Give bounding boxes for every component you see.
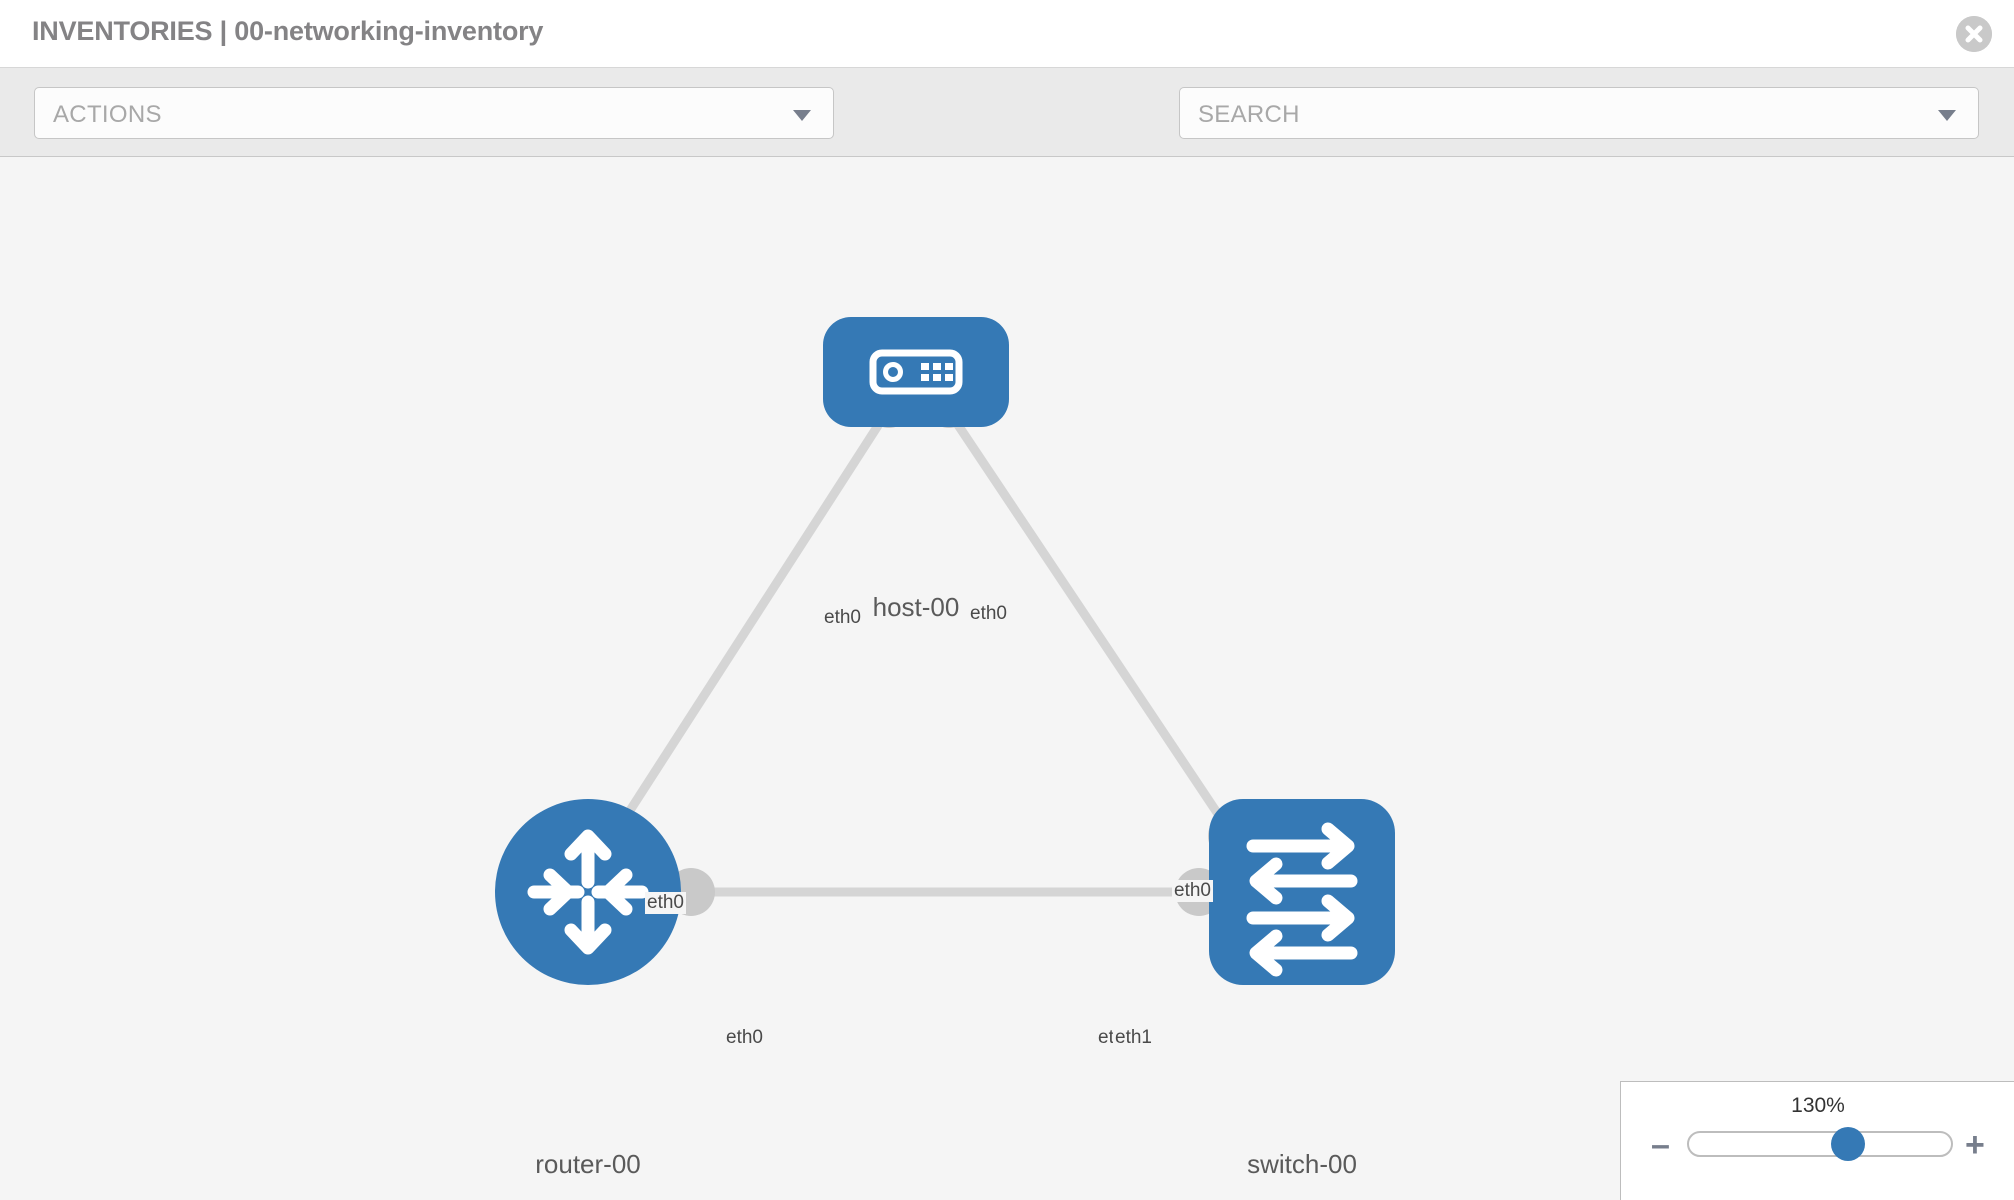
actions-dropdown[interactable]: ACTIONS (34, 87, 834, 139)
node-label-router-00: router-00 (533, 1149, 643, 1180)
zoom-out-button[interactable]: – (1651, 1126, 1670, 1164)
zoom-slider-thumb[interactable] (1830, 1127, 1865, 1161)
edge-label-switch-eth1: eth1 (1113, 1027, 1154, 1049)
edge-label-switch-eth0-uplink: eth0 (1172, 880, 1213, 902)
edge-label-router-eth0: eth0 (724, 1027, 765, 1049)
chevron-down-icon[interactable] (1938, 110, 1956, 121)
zoom-in-button[interactable]: + (1965, 1126, 1985, 1164)
zoom-control-panel: 130% – + (1620, 1081, 2014, 1200)
switch-icon (1246, 822, 1358, 977)
close-icon[interactable] (1956, 16, 1992, 52)
search-input[interactable]: SEARCH (1179, 87, 1979, 139)
node-router-00[interactable] (495, 799, 681, 985)
server-icon (869, 349, 963, 395)
node-host-00[interactable] (823, 317, 1009, 427)
page-title: INVENTORIES | 00-networking-inventory (32, 16, 544, 46)
toolbar: ACTIONS SEARCH (0, 68, 2014, 202)
edge-host-switch[interactable] (942, 404, 1244, 850)
topology-graph (495, 317, 1395, 985)
chevron-down-icon (793, 110, 811, 121)
router-icon (527, 829, 649, 955)
node-label-host-00: host-00 (870, 592, 962, 623)
actions-dropdown-label: ACTIONS (53, 101, 162, 128)
node-label-switch-00: switch-00 (1245, 1149, 1359, 1180)
node-switch-00[interactable] (1209, 799, 1395, 985)
edge-label-host-eth0-left: eth0 (822, 607, 863, 629)
topology-canvas[interactable]: host-00 router-00 switch-00 eth0 eth0 et… (0, 157, 2014, 1200)
search-placeholder: SEARCH (1198, 101, 1300, 128)
page-header: INVENTORIES | 00-networking-inventory (0, 0, 2014, 68)
edge-label-router-eth0-uplink: eth0 (645, 892, 686, 914)
zoom-level-value: 130% (1791, 1094, 1845, 1117)
edge-label-host-eth0-right: eth0 (968, 603, 1009, 625)
zoom-slider-track[interactable] (1687, 1131, 1953, 1157)
edge-host-router[interactable] (596, 404, 894, 860)
